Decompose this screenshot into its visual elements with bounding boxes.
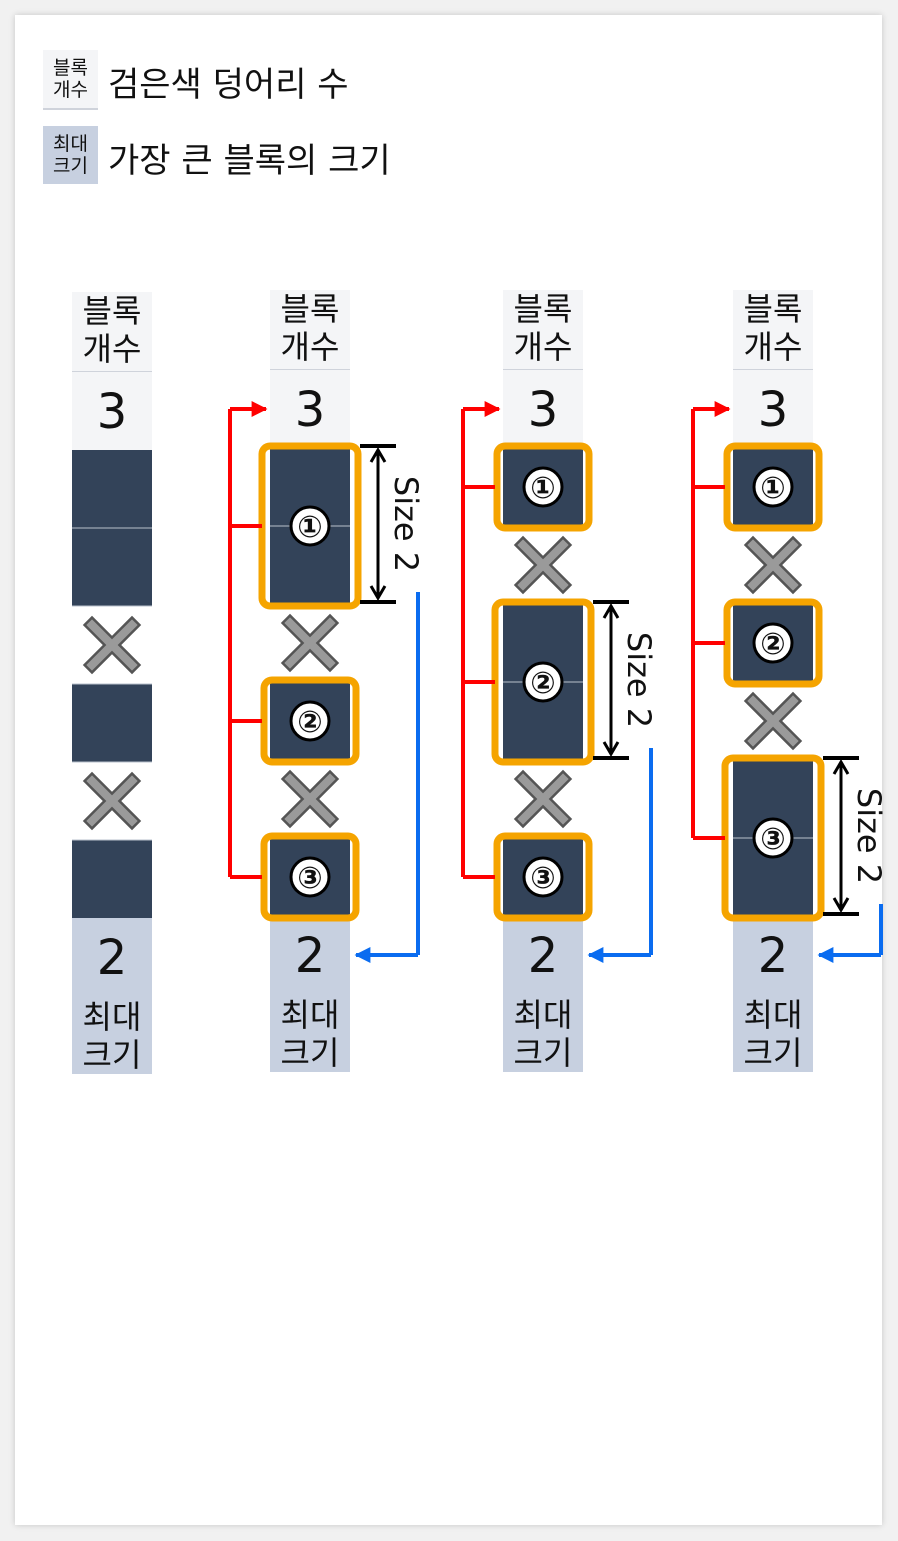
block-count-value: 3 xyxy=(758,382,789,438)
legend-text-block-count: 검은색 덩어리 수 xyxy=(108,65,349,105)
block-label-3: ③ xyxy=(760,822,785,857)
circled-number-icon xyxy=(289,856,331,898)
block-count-value: 3 xyxy=(97,384,128,440)
column-footer xyxy=(270,994,350,1072)
max-size-value: 2 xyxy=(528,928,559,984)
max-size-value: 2 xyxy=(758,928,789,984)
column-footer-line1: 최대 xyxy=(281,996,340,1034)
highlighted-block-3 xyxy=(493,832,593,922)
column-panel-4 xyxy=(733,290,813,1072)
column-panel-2 xyxy=(270,290,350,1072)
max-size-cell xyxy=(503,916,583,994)
block-count-value: 3 xyxy=(295,382,326,438)
legend-key-block-count-line2: 개수 xyxy=(53,79,88,101)
x-mark-icon xyxy=(82,771,142,831)
block-label-3: ③ xyxy=(530,861,555,896)
column-header xyxy=(503,290,583,370)
circled-number-icon xyxy=(289,505,331,547)
max-size-cell xyxy=(72,918,152,996)
x-mark-icon xyxy=(280,769,340,829)
legend-key-block-count: 블록 개수 xyxy=(43,50,98,110)
column-footer-line1: 최대 xyxy=(514,996,573,1034)
column-panel-3 xyxy=(503,290,583,1072)
block-label-2: ② xyxy=(297,705,322,740)
size-label: Size 2 xyxy=(387,476,425,572)
column-footer-line1: 최대 xyxy=(83,998,142,1036)
max-size-value: 2 xyxy=(97,930,128,986)
column-header xyxy=(270,290,350,370)
column-footer-line1: 최대 xyxy=(744,996,803,1034)
column-footer xyxy=(503,994,583,1072)
black-cell xyxy=(72,684,152,762)
column-footer-line2: 크기 xyxy=(83,1036,142,1074)
legend-text-max-size: 가장 큰 블록의 크기 xyxy=(108,141,391,181)
size-bracket-arrow-down xyxy=(602,741,620,757)
legend-key-max-size-line1: 최대 xyxy=(53,133,88,155)
size-bracket-arrow-down xyxy=(832,897,850,913)
column-footer xyxy=(72,996,152,1074)
size-bracket-arrow-up xyxy=(832,759,850,775)
block-label-1: ① xyxy=(297,510,322,545)
block-count-cell xyxy=(733,370,813,448)
size-bracket-arrow-up xyxy=(602,603,620,619)
block-count-value: 3 xyxy=(528,382,559,438)
circled-number-icon xyxy=(522,661,564,703)
highlighted-block-1 xyxy=(493,442,593,532)
max-size-cell xyxy=(270,916,350,994)
column-header-line2: 개수 xyxy=(281,328,340,366)
x-mark-icon xyxy=(743,535,803,595)
circled-number-icon xyxy=(752,817,794,859)
column-footer-line2: 크기 xyxy=(514,1034,573,1072)
x-mark-icon xyxy=(82,615,142,675)
max-size-cell xyxy=(733,916,813,994)
circled-number-icon xyxy=(522,466,564,508)
column-header-line2: 개수 xyxy=(514,328,573,366)
max-size-value: 2 xyxy=(295,928,326,984)
legend-key-max-size-line2: 크기 xyxy=(53,155,88,177)
size-label: Size 2 xyxy=(620,632,658,728)
size-bracket-arrow-down xyxy=(369,585,387,601)
circled-number-icon xyxy=(522,856,564,898)
column-header xyxy=(733,290,813,370)
column-header xyxy=(72,292,152,372)
circled-number-icon xyxy=(752,466,794,508)
highlighted-block-1 xyxy=(723,442,823,532)
block-label-1: ① xyxy=(530,471,555,506)
circled-number-icon xyxy=(289,700,331,742)
block-count-cell xyxy=(270,370,350,448)
x-mark-icon xyxy=(743,691,803,751)
size-label: Size 2 xyxy=(850,788,888,884)
column-header-line1: 블록 xyxy=(83,292,142,330)
x-mark-icon xyxy=(280,613,340,673)
column-footer-line2: 크기 xyxy=(744,1034,803,1072)
highlighted-block-2 xyxy=(723,598,823,688)
block-label-2: ② xyxy=(760,627,785,662)
x-mark-icon xyxy=(513,769,573,829)
circled-number-icon xyxy=(752,622,794,664)
block-label-3: ③ xyxy=(297,861,322,896)
column-header-line1: 블록 xyxy=(281,290,340,328)
highlighted-block-2 xyxy=(260,676,360,766)
x-mark-icon xyxy=(513,535,573,595)
block-label-2: ② xyxy=(530,666,555,701)
legend-key-block-count-line1: 블록 xyxy=(53,57,88,79)
column-panel-1 xyxy=(72,292,152,1074)
block-count-cell xyxy=(503,370,583,448)
black-cell xyxy=(72,840,152,918)
column-header-line1: 블록 xyxy=(514,290,573,328)
highlighted-block-3 xyxy=(260,832,360,922)
block-count-cell xyxy=(72,372,152,450)
column-footer xyxy=(733,994,813,1072)
black-cell xyxy=(72,450,152,528)
column-header-line2: 개수 xyxy=(744,328,803,366)
column-footer-line2: 크기 xyxy=(281,1034,340,1072)
black-cell xyxy=(72,528,152,606)
column-header-line1: 블록 xyxy=(744,290,803,328)
block-label-1: ① xyxy=(760,471,785,506)
column-header-line2: 개수 xyxy=(83,330,142,368)
legend-key-max-size: 최대 크기 xyxy=(43,126,98,184)
size-bracket-arrow-up xyxy=(369,447,387,463)
